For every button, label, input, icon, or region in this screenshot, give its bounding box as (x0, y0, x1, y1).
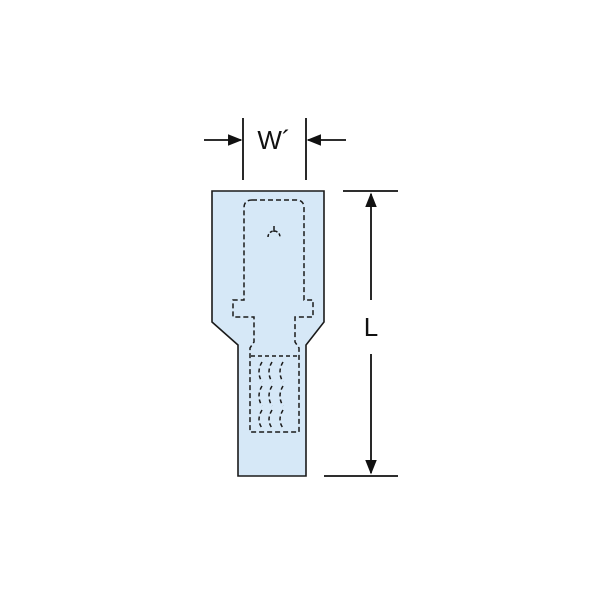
barrel-serrations (251, 355, 298, 429)
length-dimension: L (324, 190, 398, 477)
hidden-tab-outline (232, 199, 314, 433)
terminal-body (211, 190, 325, 477)
width-dimension: W´ (204, 118, 346, 180)
length-label: L (364, 312, 378, 342)
width-label: W´ (257, 125, 290, 155)
detent-dimple (267, 230, 281, 238)
